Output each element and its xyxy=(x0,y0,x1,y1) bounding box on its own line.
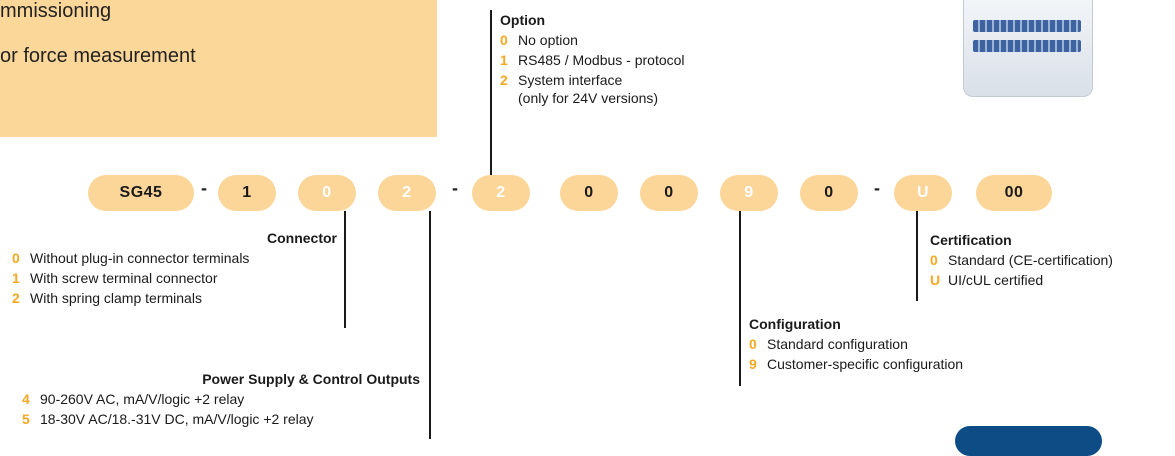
corner-decoration xyxy=(955,426,1102,456)
code-segment-1: 1 xyxy=(218,175,276,211)
code-segment-7: 9 xyxy=(720,175,778,211)
code-segment-8: 0 xyxy=(800,175,858,211)
code-separator: - xyxy=(201,178,207,198)
intro-line-1: mmissioning xyxy=(0,0,112,22)
code-segment-9: U xyxy=(894,175,952,211)
device-terminal-strip xyxy=(973,40,1081,52)
certification-leader-line xyxy=(916,211,918,301)
code-segment-model: SG45 xyxy=(88,175,194,211)
code-segment-3: 2 xyxy=(378,175,436,211)
power-title: Power Supply & Control Outputs xyxy=(202,371,420,387)
code-separator: - xyxy=(874,178,880,198)
intro-line-2: or force measurement xyxy=(0,45,196,67)
code-segment-6: 0 xyxy=(640,175,698,211)
intro-banner: mmissioning or force measurement xyxy=(0,0,437,137)
device-image xyxy=(963,0,1093,97)
configuration-leader-line xyxy=(739,211,741,386)
configuration-title: Configuration xyxy=(749,316,841,332)
code-separator: - xyxy=(452,178,458,198)
certification-title: Certification xyxy=(930,232,1012,248)
option-item-note: (only for 24V versions) xyxy=(518,90,659,106)
option-leader-line xyxy=(490,10,492,175)
connector-title: Connector xyxy=(267,230,337,246)
code-segment-2: 0 xyxy=(298,175,356,211)
code-segment-10: 00 xyxy=(976,175,1052,211)
power-leader-line xyxy=(429,211,431,439)
code-segment-5: 0 xyxy=(560,175,618,211)
connector-leader-line xyxy=(344,211,346,328)
option-title: Option xyxy=(500,12,546,28)
code-segment-4: 2 xyxy=(472,175,530,211)
device-terminal-strip xyxy=(973,20,1081,32)
